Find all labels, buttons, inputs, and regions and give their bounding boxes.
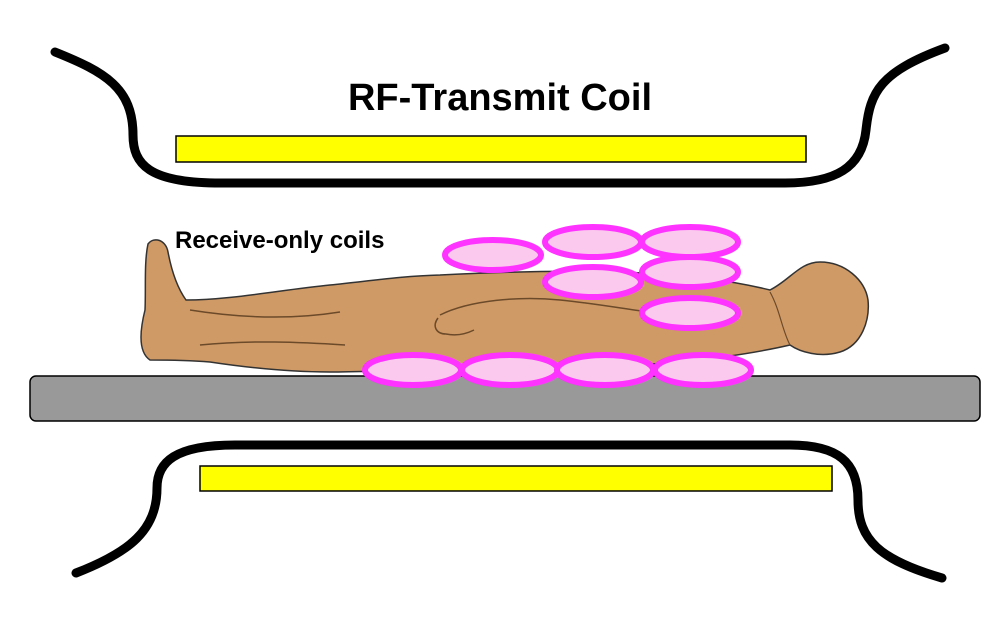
receive-coil-loop [459,352,561,388]
transmit-coil-label: RF-Transmit Coil [348,77,652,119]
upper-transmit-coil-bar [175,135,807,163]
receive-coil-loop [442,237,544,273]
receive-coil-loop [639,254,741,290]
receive-coil-loop [554,352,656,388]
receive-coil-array [362,224,754,388]
upper-bore-wall [50,43,950,188]
lower-transmit-coil-bar [199,465,833,492]
receive-coil-loop [542,264,644,300]
receive-coil-loop [542,224,644,260]
receive-coils-label: Receive-only coils [175,227,384,254]
lower-bore-wall [71,440,947,583]
receive-coil-loop [639,224,741,260]
receive-coil-loop [639,295,741,331]
receive-coil-loop [652,352,754,388]
patient-body [140,239,870,373]
receive-coil-loop [362,352,464,388]
